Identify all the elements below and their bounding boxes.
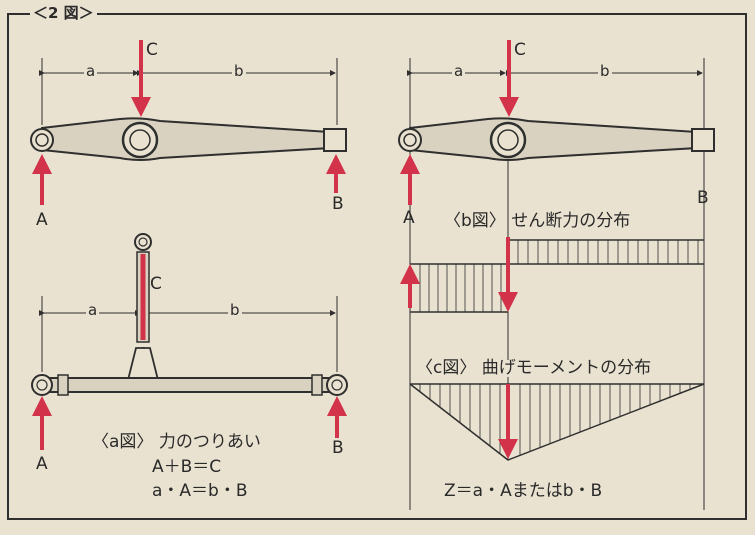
caption-a: 〈a図〉 力のつりあい xyxy=(92,432,261,452)
center-eye xyxy=(489,121,527,159)
center-eye xyxy=(121,121,159,159)
dim-label-b: b xyxy=(228,301,242,319)
label-b: B xyxy=(332,438,344,458)
shear-diagram xyxy=(400,237,704,313)
beam xyxy=(49,377,331,393)
right-end-block xyxy=(323,128,347,152)
dim-label-a: a xyxy=(84,62,98,80)
moment-formula: Z＝a・Aまたはb・B xyxy=(444,481,603,501)
left-eye xyxy=(30,128,54,152)
diagram-b-link xyxy=(398,40,715,510)
hanger-bracket xyxy=(126,347,160,381)
label-a: A xyxy=(403,208,415,228)
dim-label-b: b xyxy=(232,62,246,80)
left-eye xyxy=(398,128,422,152)
label-a: A xyxy=(36,210,48,230)
label-c: C xyxy=(150,274,162,294)
label-b: B xyxy=(697,188,709,208)
beam-right-eye xyxy=(326,374,348,396)
figure-title: ＜2 図＞ xyxy=(30,6,97,21)
hanger-top-eye xyxy=(134,233,152,251)
dim-label-b: b xyxy=(598,62,612,80)
label-c: C xyxy=(514,40,526,60)
label-b: B xyxy=(332,194,344,214)
right-end-block xyxy=(691,128,715,152)
dim-label-a: a xyxy=(86,301,100,319)
diagram-a xyxy=(31,233,348,450)
caption-b: 〈b図〉 せん断力の分布 xyxy=(444,211,631,231)
equation-moment: a・A＝b・B xyxy=(152,481,248,501)
caption-c: 〈c図〉 曲げモーメントの分布 xyxy=(414,358,654,378)
beam-left-eye xyxy=(31,374,53,396)
main-link-diagram xyxy=(30,40,347,205)
equation-sum: A＋B＝C xyxy=(152,457,222,477)
link-body xyxy=(409,117,698,161)
figure-border xyxy=(7,13,747,520)
moment-diagram xyxy=(409,383,705,461)
label-c: C xyxy=(146,40,158,60)
label-a: A xyxy=(36,454,48,474)
link-body xyxy=(41,117,331,161)
dim-label-a: a xyxy=(452,62,466,80)
